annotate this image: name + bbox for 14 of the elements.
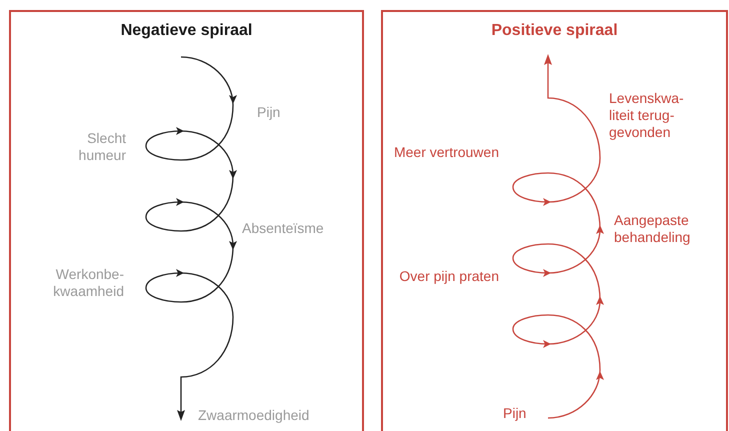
spiral-label: Pijn	[257, 104, 280, 121]
panel-frame	[9, 10, 364, 431]
panel-title: Positieve spiraal	[490, 22, 619, 39]
spiral-label: Meer vertrouwen	[392, 144, 499, 161]
spiral-label: Zwaarmoedigheid	[198, 407, 310, 424]
spiral-label: Werkonbe-kwaamheid	[52, 266, 124, 300]
panel-title: Negatieve spiraal	[120, 22, 254, 39]
spiral-label: Aangepaste behandeling	[614, 212, 692, 246]
spiral-label: Pijn	[503, 405, 526, 422]
spiral-label: Absenteïsme	[242, 220, 324, 237]
spiral-label: Slecht humeur	[78, 130, 126, 164]
panel-frame	[381, 10, 728, 431]
spiral-label: Over pijn praten	[399, 268, 499, 285]
spiral-label: Levenskwa-liteit terug-gevonden	[609, 90, 685, 141]
